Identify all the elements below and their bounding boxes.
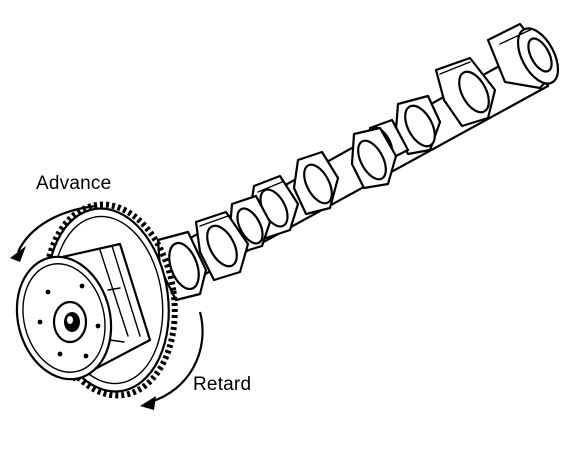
cam-lobe <box>292 150 340 216</box>
bolt-hole <box>45 289 51 295</box>
camshaft-end-journal <box>486 22 560 90</box>
advance-arrow <box>10 204 97 262</box>
bolt-hole <box>95 323 101 329</box>
cam-lobe <box>350 126 398 190</box>
cam-lobe <box>434 56 497 128</box>
bolt-hole <box>79 283 85 289</box>
cam-lobe <box>194 210 250 282</box>
cam-lobe <box>394 94 442 156</box>
advance-label: Advance <box>36 173 112 194</box>
bolt-hole <box>83 353 89 359</box>
retard-arrow <box>140 311 204 410</box>
bolt-hole <box>57 351 63 357</box>
retard-label: Retard <box>193 374 252 395</box>
bolt-hole <box>37 319 43 325</box>
cam-phaser <box>15 242 152 382</box>
camshaft <box>156 22 560 302</box>
